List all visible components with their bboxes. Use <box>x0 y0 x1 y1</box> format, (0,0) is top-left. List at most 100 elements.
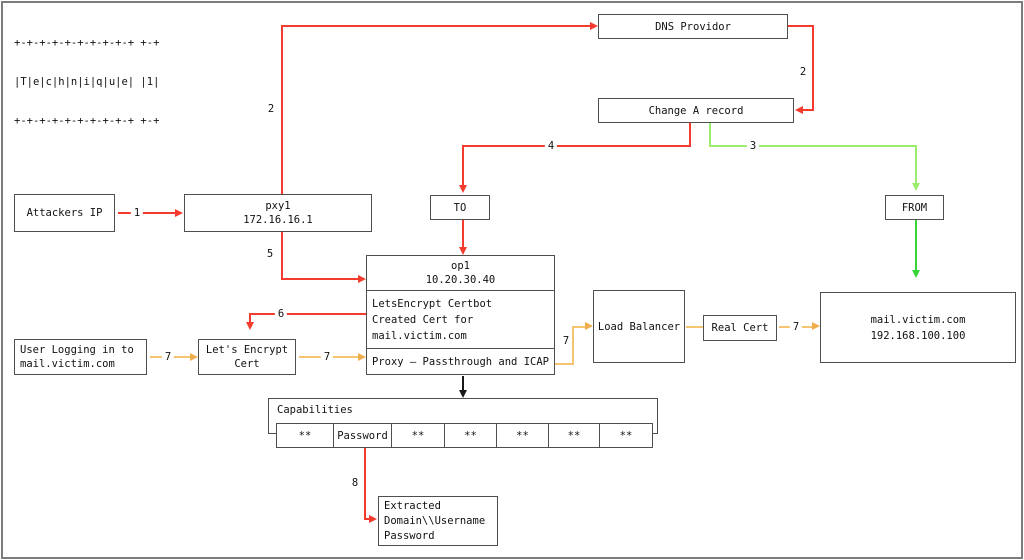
node-label: Password <box>384 529 435 542</box>
capability-cell: ** <box>276 423 334 448</box>
node-label: Domain\\Username <box>384 514 486 527</box>
edge-from-mail-arrow <box>912 270 920 278</box>
edge-label-7-user: 7 <box>161 351 175 363</box>
edge-4-arrow <box>459 185 467 193</box>
edge-label-7-le: 7 <box>320 351 334 363</box>
capability-cell: ** <box>444 423 497 448</box>
edge-2up-line <box>281 26 283 194</box>
capability-cell-password: Password <box>333 423 392 448</box>
edge-8-arrow <box>369 515 377 523</box>
edge-1-line <box>118 212 175 214</box>
banner-line: |T|e|c|h|n|i|q|u|e| |1| <box>14 76 160 88</box>
edge-label-5: 5 <box>263 248 277 260</box>
edge-5-line <box>281 278 358 280</box>
node-load-balancer: Load Balancer <box>593 290 685 363</box>
proxy-text: Proxy – Passthrough and ICAP <box>371 355 549 368</box>
edge-label-2-up: 2 <box>264 103 278 115</box>
capabilities-title: Capabilities <box>277 404 353 416</box>
banner-line: +-+-+-+-+-+-+-+-+-+ +-+ <box>14 115 160 127</box>
edge-op1-cap-line <box>462 376 464 390</box>
edge-from-mail-line <box>915 220 917 270</box>
node-label: Extracted <box>384 499 441 512</box>
op1-header: op1 10.20.30.40 <box>367 256 554 291</box>
capability-cell: ** <box>391 423 445 448</box>
cell-text: ** <box>464 429 477 442</box>
node-from: FROM <box>885 195 944 220</box>
edge-label-8: 8 <box>348 477 362 489</box>
edge-3-line <box>709 145 917 147</box>
edge-label-3: 3 <box>746 140 760 152</box>
node-label: DNS Providor <box>655 20 731 33</box>
edge-lb-cert-line <box>686 326 703 328</box>
node-change-a-record: Change A record <box>598 98 794 123</box>
node-label: User Logging in to <box>20 344 134 356</box>
cell-text: ** <box>567 429 581 442</box>
edge-3-arrow <box>912 183 920 191</box>
edge-3-line <box>709 122 711 146</box>
node-user-login: User Logging in to mail.victim.com <box>14 339 147 375</box>
edge-2down-line <box>812 25 814 110</box>
node-pxy1: pxy1 172.16.16.1 <box>184 194 372 232</box>
edge-8-line <box>364 448 366 519</box>
edge-7c-line <box>572 326 585 328</box>
edge-8-line <box>364 518 370 520</box>
edge-3-line <box>915 145 917 183</box>
edge-1-arrow <box>175 209 183 217</box>
edge-op1-cap-arrow <box>459 390 467 398</box>
edge-6-line <box>250 313 366 315</box>
node-ip: 192.168.100.100 <box>870 329 966 342</box>
capability-cell: ** <box>548 423 600 448</box>
edge-to-op1-line <box>462 220 464 247</box>
node-label: Let's Encrypt <box>205 344 289 356</box>
node-label: Change A record <box>648 104 744 117</box>
edge-label-1: 1 <box>130 207 144 219</box>
node-hostname: op1 <box>451 260 470 272</box>
edge-7a-arrow <box>190 353 198 361</box>
edge-4-line <box>689 122 691 146</box>
node-label: FROM <box>901 201 928 214</box>
edge-7d-arrow <box>812 322 820 330</box>
node-label: Attackers IP <box>26 207 103 219</box>
cell-text: ** <box>516 429 529 442</box>
node-real-cert: Real Cert <box>703 315 777 341</box>
technique-1-banner: +-+-+-+-+-+-+-+-+-+ +-+ |T|e|c|h|n|i|q|u… <box>14 11 159 154</box>
edge-2up-line <box>281 25 590 27</box>
node-op1: op1 10.20.30.40 LetsEncrypt Certbot Crea… <box>366 255 555 375</box>
op1-cert-section: LetsEncrypt Certbot Created Cert for mai… <box>367 291 554 349</box>
node-label: mail.victim.com <box>20 358 115 370</box>
node-label: Load Balancer <box>597 320 681 333</box>
node-hostname: pxy1 <box>265 200 291 212</box>
capability-cell: ** <box>496 423 549 448</box>
cert-text: Created Cert for <box>372 313 474 326</box>
edge-5-line <box>281 232 283 279</box>
cert-text: mail.victim.com <box>372 329 467 342</box>
edge-4-line <box>462 145 464 185</box>
node-label: Real Cert <box>711 322 769 334</box>
edge-4-line <box>462 145 691 147</box>
cell-text: ** <box>411 429 425 442</box>
node-to: TO <box>430 195 490 220</box>
edge-7c-line <box>572 326 574 365</box>
node-mail-victim: mail.victim.com 192.168.100.100 <box>820 292 1016 363</box>
node-hostname: mail.victim.com <box>870 313 966 326</box>
edge-6-line <box>249 313 251 322</box>
edge-2up-arrow <box>590 22 598 30</box>
edge-label-7-mail: 7 <box>789 321 803 333</box>
edge-7c-arrow <box>585 322 593 330</box>
cell-text: Password <box>337 429 388 442</box>
edge-2down-line <box>788 25 814 27</box>
cert-text: LetsEncrypt Certbot <box>372 297 493 310</box>
edge-6-arrow <box>246 322 254 330</box>
node-ip: 172.16.16.1 <box>243 214 313 226</box>
node-dns-provider: DNS Providor <box>598 14 788 39</box>
edge-label-7-lb: 7 <box>559 335 573 347</box>
cell-text: ** <box>619 429 633 442</box>
edge-2down-line <box>803 109 814 111</box>
banner-line: +-+-+-+-+-+-+-+-+-+ +-+ <box>14 37 160 49</box>
node-extracted-creds: Extracted Domain\\Username Password <box>378 496 498 546</box>
node-ip: 10.20.30.40 <box>425 274 496 286</box>
edge-5-arrow <box>358 275 366 283</box>
capability-cell: ** <box>599 423 653 448</box>
